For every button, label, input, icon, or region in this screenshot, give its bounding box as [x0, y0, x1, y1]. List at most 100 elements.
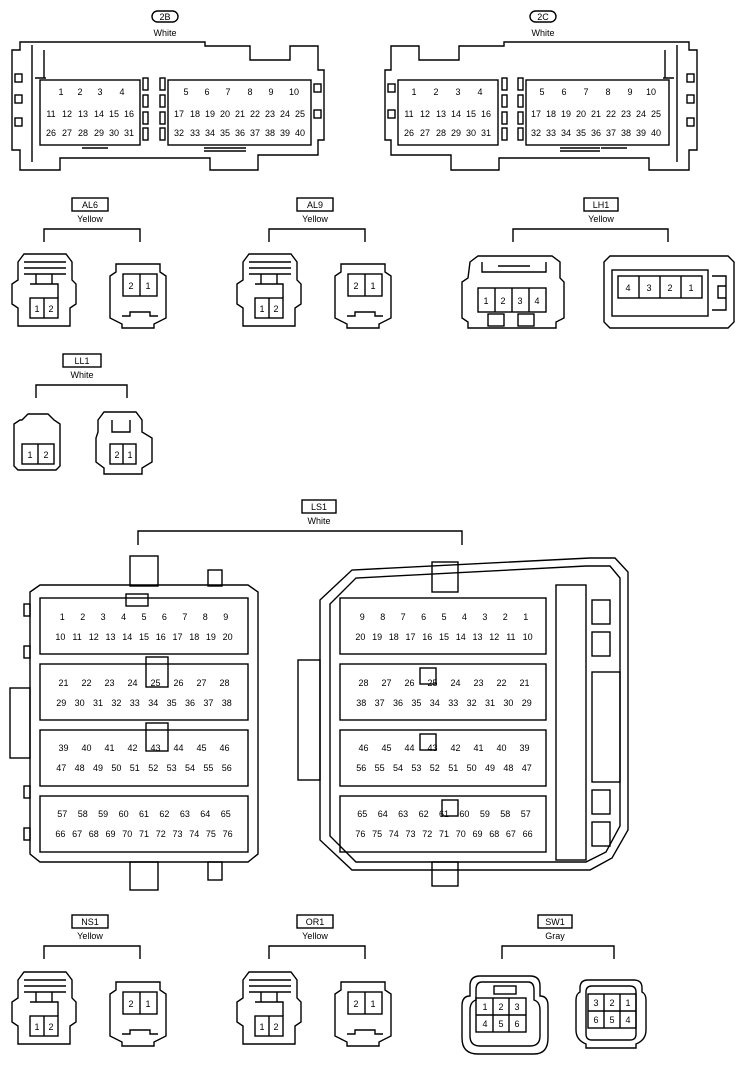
pin-number: 39 — [636, 128, 646, 138]
pin-number: 56 — [222, 763, 232, 773]
pin-number: 3 — [101, 612, 106, 622]
bracket-line — [137, 530, 463, 545]
pin-number: 57 — [57, 809, 67, 819]
pin-number: 8 — [247, 87, 252, 97]
pin-number: 32 — [174, 128, 184, 138]
pin-number: 1 — [370, 999, 375, 1009]
pin-number: 22 — [606, 109, 616, 119]
pin-number: 21 — [591, 109, 601, 119]
pin-number: 1 — [34, 304, 39, 314]
pin-number: 69 — [105, 829, 115, 839]
pin-number: 72 — [422, 829, 432, 839]
pin-number: 38 — [222, 698, 232, 708]
pin-number: 25 — [295, 109, 305, 119]
pin-number: 12 — [62, 109, 72, 119]
pin-number: 30 — [466, 128, 476, 138]
latch-slot — [142, 94, 149, 108]
housing-tab — [129, 555, 159, 587]
latch-detail — [347, 311, 383, 317]
pin-number: 5 — [609, 1015, 614, 1025]
bracket-line — [35, 384, 128, 398]
pin-number: 3 — [97, 87, 102, 97]
pin-number: 11 — [404, 109, 413, 119]
pin-number: 13 — [105, 632, 115, 642]
pin-number: 31 — [124, 128, 134, 138]
pin-number: 26 — [46, 128, 56, 138]
latch-detail — [122, 1029, 158, 1035]
pin-number: 2 — [48, 304, 53, 314]
latch-slot — [142, 77, 149, 91]
connector-sw1 — [461, 914, 647, 1055]
latch-slot — [501, 94, 508, 108]
pin-number: 73 — [172, 829, 182, 839]
pin-number: 16 — [156, 632, 166, 642]
pin-number: 1 — [145, 999, 150, 1009]
pin-number: 40 — [295, 128, 305, 138]
pin-number: 15 — [109, 109, 119, 119]
pin-row: 26 27 28 29 30 31 — [404, 128, 491, 138]
pin-number: 5 — [441, 612, 446, 622]
pin-bank — [339, 597, 547, 655]
housing-detail — [255, 992, 284, 1016]
pin-number: 14 — [451, 109, 461, 119]
pin-number: 2 — [273, 1022, 278, 1032]
pin-number: 49 — [485, 763, 495, 773]
bank-key — [145, 722, 169, 752]
side-tab — [23, 785, 31, 799]
connector-housing — [95, 411, 153, 475]
pin-number: 33 — [448, 698, 458, 708]
connector-housing — [334, 263, 392, 329]
pin-number: 23 — [104, 678, 114, 688]
pin-number: 6 — [514, 1019, 519, 1029]
connector-ns1 — [11, 914, 167, 1047]
connector-housing — [236, 971, 302, 1045]
pin-number: 4 — [462, 612, 467, 622]
pin-number: 44 — [173, 743, 183, 753]
pin-number: 36 — [591, 128, 601, 138]
pin-number: 2 — [433, 87, 438, 97]
pin-number: 39 — [58, 743, 68, 753]
pin-number: 38 — [621, 128, 631, 138]
latch-slot — [159, 111, 166, 125]
latch-detail — [487, 313, 505, 327]
latch-detail — [493, 985, 517, 995]
connector-housing — [603, 255, 735, 329]
pin-bank — [339, 795, 547, 853]
pin-number: 9 — [360, 612, 365, 622]
pin-number: 7 — [583, 87, 588, 97]
pin-number: 22 — [250, 109, 260, 119]
pin-number: 28 — [78, 128, 88, 138]
pin-number: 33 — [130, 698, 140, 708]
pin-number: 21 — [58, 678, 68, 688]
connector-housing — [319, 557, 629, 871]
pin-number: 5 — [141, 612, 146, 622]
pin-number: 40 — [496, 743, 506, 753]
pin-number: 32 — [467, 698, 477, 708]
pin-number: 65 — [357, 809, 367, 819]
pin-row: 32 33 34 35 36 37 38 39 40 — [531, 128, 661, 138]
pin-number: 17 — [174, 109, 184, 119]
pin-number: 16 — [481, 109, 491, 119]
connector-code-al9: AL9 — [307, 200, 323, 210]
pin-number: 37 — [250, 128, 260, 138]
pin-number: 1 — [34, 1022, 39, 1032]
pin-number: 13 — [78, 109, 88, 119]
pin-bank — [39, 729, 249, 787]
pin-number: 6 — [561, 87, 566, 97]
pin-number: 26 — [173, 678, 183, 688]
pin-number: 20 — [355, 632, 365, 642]
latch-slot — [159, 127, 166, 141]
pin-row: 1 2 3 4 — [58, 87, 124, 97]
pin-number: 13 — [436, 109, 446, 119]
bracket-line — [512, 228, 669, 242]
pin-row: 1 2 3 4 — [411, 87, 482, 97]
pin-number: 19 — [206, 632, 216, 642]
pin-number: 2 — [667, 283, 672, 293]
pin-number: 70 — [456, 829, 466, 839]
latch-slot — [517, 127, 524, 141]
connector-housing — [334, 981, 392, 1047]
pin-number: 62 — [159, 809, 169, 819]
bank-key — [441, 799, 459, 817]
bank-key — [419, 667, 437, 685]
